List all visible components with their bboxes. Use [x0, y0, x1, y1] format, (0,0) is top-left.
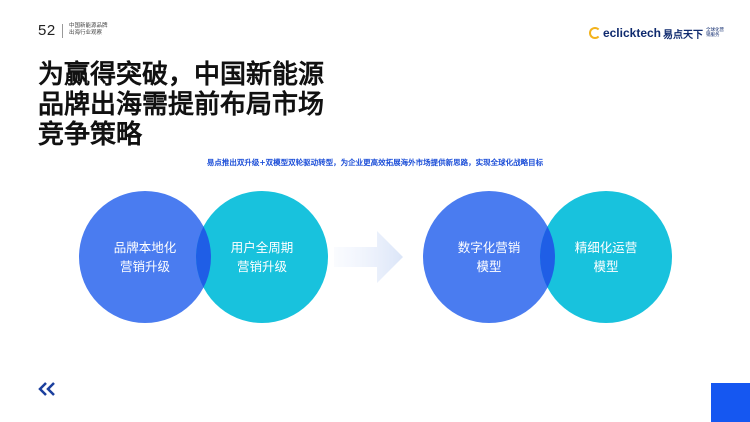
accent-square — [711, 383, 750, 422]
label-digital-marketing: 数字化营销 模型 — [434, 238, 544, 276]
report-title: 中国新能源品牌 出海行业观察 — [69, 23, 108, 37]
headline-line3: 竞争策略 — [38, 120, 143, 150]
label-brand-localization: 品牌本地化 营销升级 — [90, 238, 200, 276]
label-line: 模型 — [593, 259, 619, 274]
circle-user-lifecycle — [196, 191, 328, 323]
label-line: 用户全周期 — [230, 240, 294, 255]
page-headline: 为赢得突破，中国新能源 品牌出海需提前布局市场 竞争策略 — [38, 60, 324, 150]
label-line: 营销升级 — [236, 259, 287, 274]
label-line: 数字化营销 — [457, 240, 521, 255]
label-refined-operation: 精细化运营 模型 — [551, 238, 661, 276]
header-divider — [62, 24, 63, 38]
logo-icon — [588, 27, 601, 39]
label-line: 模型 — [476, 259, 502, 274]
double-chevron-icon — [38, 382, 55, 396]
logo-brand-sub: 全球化营销服务 — [706, 28, 724, 38]
label-line: 营销升级 — [119, 259, 170, 274]
strategy-subtitle: 易点推出双升级+双模型双轮驱动转型，为企业更高效拓展海外市场提供新思路，实现全球… — [206, 158, 544, 167]
brand-logo: eclicktech 易点天下 全球化营销服务 — [588, 25, 728, 41]
headline-line2: 品牌出海需提前布局市场 — [38, 90, 325, 120]
report-title-line2: 出海行业观察 — [69, 30, 103, 36]
headline-line1: 为赢得突破，中国新能源 — [38, 60, 325, 90]
label-user-lifecycle: 用户全周期 营销升级 — [207, 238, 317, 276]
logo-brand-text: eclicktech — [602, 26, 661, 40]
arrow-icon — [334, 231, 403, 283]
label-line: 品牌本地化 — [113, 240, 177, 255]
page-number: 52 — [38, 22, 56, 39]
report-title-line1: 中国新能源品牌 — [69, 23, 108, 29]
logo-brand-cn: 易点天下 — [663, 29, 703, 41]
circle-refined-operation — [540, 191, 672, 323]
circle-digital-marketing — [423, 191, 555, 323]
label-line: 精细化运营 — [574, 240, 638, 255]
circle-brand-localization — [79, 191, 211, 323]
